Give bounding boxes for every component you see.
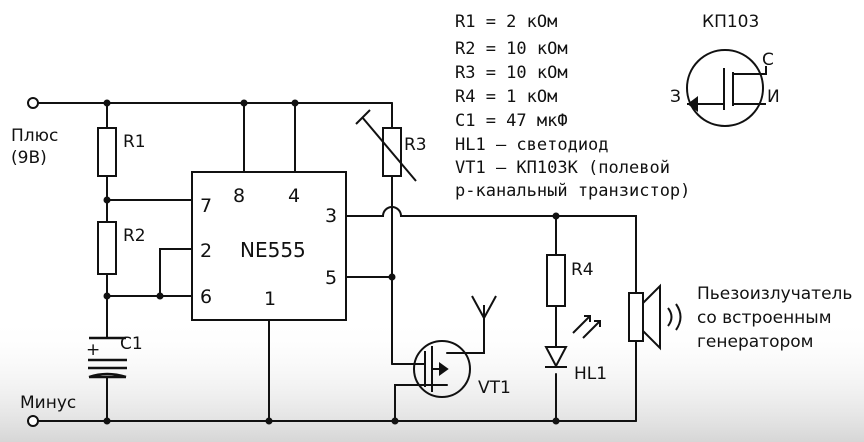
junction-dot [103, 99, 111, 107]
pin-5-label: 5 [325, 267, 337, 289]
r4-resistor [546, 254, 566, 307]
ne555-chip [191, 171, 347, 321]
pin-2-label: 2 [200, 240, 212, 262]
hl1-led [544, 346, 568, 369]
junction-dot [103, 417, 111, 425]
spec-line: R1 = 2 кОм [455, 12, 557, 32]
vt1-transistor [413, 340, 471, 398]
spec-line: R4 = 1 кОм [455, 87, 557, 107]
junction-dot [240, 99, 248, 107]
spec-line: VT1 – КП103К (полевой [455, 158, 670, 178]
spec-line: R2 = 10 кОм [455, 39, 568, 59]
kp103-title: КП103 [702, 12, 759, 32]
c1-capacitor-plates [88, 358, 127, 370]
c1-capacitor [88, 336, 127, 379]
c1-label: C1 [120, 334, 143, 354]
junction-dot [388, 273, 396, 281]
r3-label: R3 [404, 135, 427, 155]
kp103-gate-label: З [670, 87, 681, 107]
minus-terminal [27, 415, 39, 427]
junction-dot [391, 417, 399, 425]
junction-dot [552, 417, 560, 425]
r3-variable-arrow [355, 109, 417, 182]
kp103-arrowhead [687, 96, 698, 112]
pin-3-label: 3 [325, 205, 337, 227]
pin3-wire [345, 206, 637, 294]
spec-line: р-канальный транзистор) [455, 181, 690, 201]
piezo-cone [642, 283, 661, 351]
plus-label: Плюс [11, 126, 58, 146]
piezo-label-line2: со встроенным [697, 308, 832, 328]
piezo-label-line1: Пьезоизлучатель [697, 284, 852, 304]
minus-label: Минус [20, 393, 76, 413]
kp103-symbol [686, 49, 764, 127]
hl1-label: HL1 [574, 364, 607, 384]
antenna-icon [471, 295, 497, 321]
junction-dot [103, 292, 111, 300]
junction-dot [103, 196, 111, 204]
pin-8-label: 8 [233, 185, 245, 207]
junction-dot [291, 99, 299, 107]
ic-name: NE555 [240, 238, 306, 262]
kp103-drain-label: И [767, 87, 780, 107]
r4-label: R4 [571, 260, 594, 280]
pin-6-label: 6 [200, 286, 212, 308]
vt1-label: VT1 [478, 378, 511, 398]
spec-line: R3 = 10 кОм [455, 63, 568, 83]
specs-list: R1 = 2 кОм R2 = 10 кОм R3 = 10 кОм R4 = … [455, 12, 690, 201]
pin-7-label: 7 [200, 195, 212, 217]
vt1-arrowhead [439, 362, 449, 376]
c1-polarity: + [86, 340, 100, 360]
kp103-source-label: С [762, 50, 774, 70]
plus-terminal [27, 97, 39, 109]
sound-waves-icon [667, 303, 682, 331]
pin2-wire [159, 248, 193, 297]
junction-dot [156, 292, 164, 300]
r1-label: R1 [123, 132, 146, 152]
junction-dot [265, 417, 273, 425]
piezo-label-line3: генератором [697, 332, 814, 352]
r1-resistor [97, 127, 117, 177]
piezo-speaker-icon [628, 292, 644, 342]
plus-voltage: (9В) [11, 148, 47, 168]
pin-4-label: 4 [288, 185, 300, 207]
spec-line: HL1 – светодиод [455, 135, 609, 155]
pin-1-label: 1 [264, 288, 276, 310]
vt1-drain-wire [394, 384, 448, 422]
vt1-source-wire [446, 317, 485, 354]
r2-label: R2 [123, 226, 146, 246]
kp103-channel [723, 66, 767, 110]
led-light-arrow [572, 315, 601, 339]
spec-line: C1 = 47 мкФ [455, 111, 568, 131]
junction-dot [552, 212, 560, 220]
r2-resistor [97, 221, 117, 275]
